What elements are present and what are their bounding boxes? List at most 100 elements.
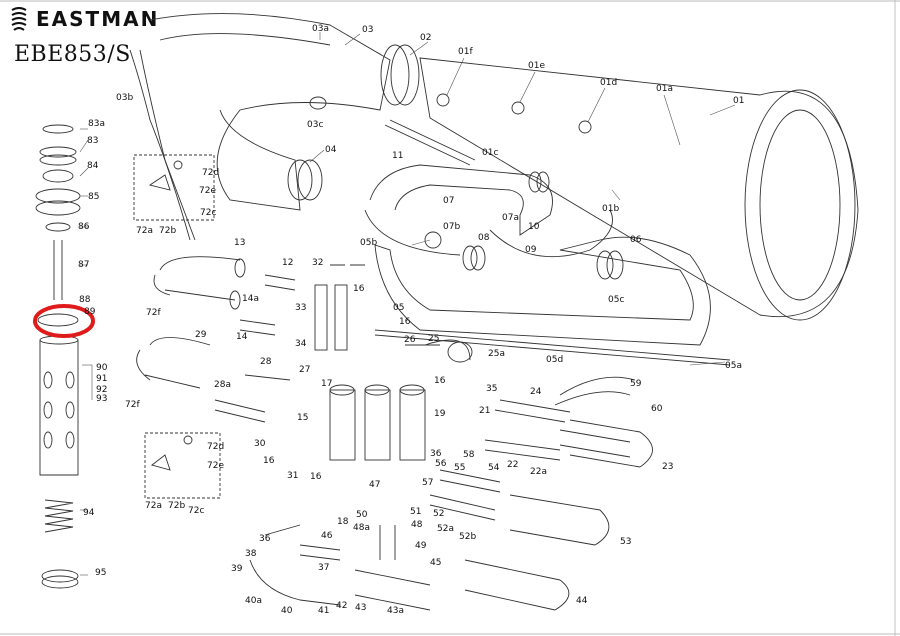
- callout-35: 35: [486, 384, 497, 394]
- callout-53: 53: [620, 537, 631, 547]
- callout-55: 55: [454, 463, 465, 473]
- callout-15: 15: [297, 413, 308, 423]
- callout-22: 22: [507, 460, 518, 470]
- callout-07: 07: [443, 196, 454, 206]
- callout-34: 34: [295, 339, 307, 349]
- highlight-ring: [33, 304, 95, 338]
- callout-90: 90: [96, 363, 108, 373]
- callout-33: 33: [295, 303, 306, 313]
- callout-03a: 03a: [312, 24, 329, 34]
- callout-32: 32: [312, 258, 323, 268]
- callout-48a: 48a: [353, 523, 370, 533]
- callout-85: 85: [88, 192, 99, 202]
- callout-83a: 83a: [88, 119, 105, 129]
- callout-72a-2: 72a: [145, 501, 162, 511]
- callout-39: 39: [231, 564, 243, 574]
- callout-08: 08: [478, 233, 490, 243]
- callout-88: 88: [79, 295, 91, 305]
- callout-89: 89: [84, 307, 96, 317]
- callout-04: 04: [325, 145, 337, 155]
- callout-13: 13: [234, 238, 245, 248]
- callout-43a: 43a: [387, 606, 404, 616]
- callout-03: 03: [362, 25, 373, 35]
- callout-56: 56: [435, 459, 447, 469]
- callout-18: 18: [337, 517, 349, 527]
- callout-36b: 36: [259, 534, 271, 544]
- callout-42: 42: [336, 601, 347, 611]
- callout-05: 05: [393, 303, 404, 313]
- callout-59: 59: [630, 379, 642, 389]
- callout-45: 45: [430, 558, 441, 568]
- callout-50: 50: [356, 510, 368, 520]
- callout-02: 02: [420, 33, 431, 43]
- callout-23: 23: [662, 462, 673, 472]
- callout-05d: 05d: [546, 355, 563, 365]
- callout-25: 25: [428, 334, 439, 344]
- callout-72d-2: 72d: [207, 442, 224, 452]
- callout-72c-1: 72c: [200, 208, 216, 218]
- callout-47: 47: [369, 480, 380, 490]
- callout-16a: 16: [353, 284, 365, 294]
- callout-72c-2: 72c: [188, 506, 204, 516]
- callout-07b: 07b: [443, 222, 460, 232]
- callout-93: 93: [96, 394, 107, 404]
- callout-14: 14: [236, 332, 248, 342]
- callout-01a: 01a: [656, 84, 673, 94]
- callout-72e-1: 72e: [199, 186, 216, 196]
- callout-16b: 16: [399, 317, 411, 327]
- callout-05a: 05a: [725, 361, 742, 371]
- callout-07a: 07a: [502, 213, 519, 223]
- callout-51: 51: [410, 507, 421, 517]
- callout-41: 41: [318, 606, 329, 616]
- callout-30: 30: [254, 439, 266, 449]
- model-number: EBE853/S: [14, 42, 131, 67]
- callout-01f: 01f: [458, 47, 473, 57]
- callout-01: 01: [733, 96, 744, 106]
- callout-09: 09: [525, 245, 537, 255]
- callout-05b: 05b: [360, 238, 377, 248]
- callout-87: 87: [78, 260, 89, 270]
- callout-12: 12: [282, 258, 293, 268]
- callout-84: 84: [87, 161, 99, 171]
- callout-72a-1: 72a: [136, 226, 153, 236]
- callout-16d: 16: [263, 456, 275, 466]
- callout-54: 54: [488, 463, 500, 473]
- callout-28a: 28a: [214, 380, 231, 390]
- callout-03b: 03b: [116, 93, 133, 103]
- brand-name: EASTMAN: [36, 7, 160, 31]
- callout-25a: 25a: [488, 349, 505, 359]
- callout-60: 60: [651, 404, 663, 414]
- callout-38: 38: [245, 549, 257, 559]
- callout-86: 86: [78, 222, 90, 232]
- callout-72b-2: 72b: [168, 501, 185, 511]
- callout-labels: 03a 03 02 01f 01e 01d 01a 01 03b 03c 04 …: [78, 24, 744, 616]
- callout-31: 31: [287, 471, 298, 481]
- callout-26: 26: [404, 335, 416, 345]
- callout-36a: 36: [430, 449, 442, 459]
- callout-83: 83: [87, 136, 98, 146]
- callout-72b-1: 72b: [159, 226, 176, 236]
- callout-94: 94: [83, 508, 95, 518]
- callout-95: 95: [95, 568, 106, 578]
- callout-01c: 01c: [482, 148, 498, 158]
- callout-28: 28: [260, 357, 272, 367]
- callout-21: 21: [479, 406, 490, 416]
- callout-44: 44: [576, 596, 588, 606]
- callout-72e-2: 72e: [207, 461, 224, 471]
- callout-29: 29: [195, 330, 207, 340]
- callout-14a: 14a: [242, 294, 259, 304]
- callout-01e: 01e: [528, 61, 545, 71]
- callout-22a: 22a: [530, 467, 547, 477]
- callout-06: 06: [630, 235, 642, 245]
- callout-58: 58: [463, 450, 475, 460]
- callout-11: 11: [392, 151, 403, 161]
- callout-10: 10: [528, 222, 540, 232]
- callout-03c: 03c: [307, 120, 323, 130]
- callout-27: 27: [299, 365, 310, 375]
- callout-46: 46: [321, 531, 333, 541]
- callout-01b: 01b: [602, 204, 619, 214]
- callout-01d: 01d: [600, 78, 617, 88]
- callout-37: 37: [318, 563, 329, 573]
